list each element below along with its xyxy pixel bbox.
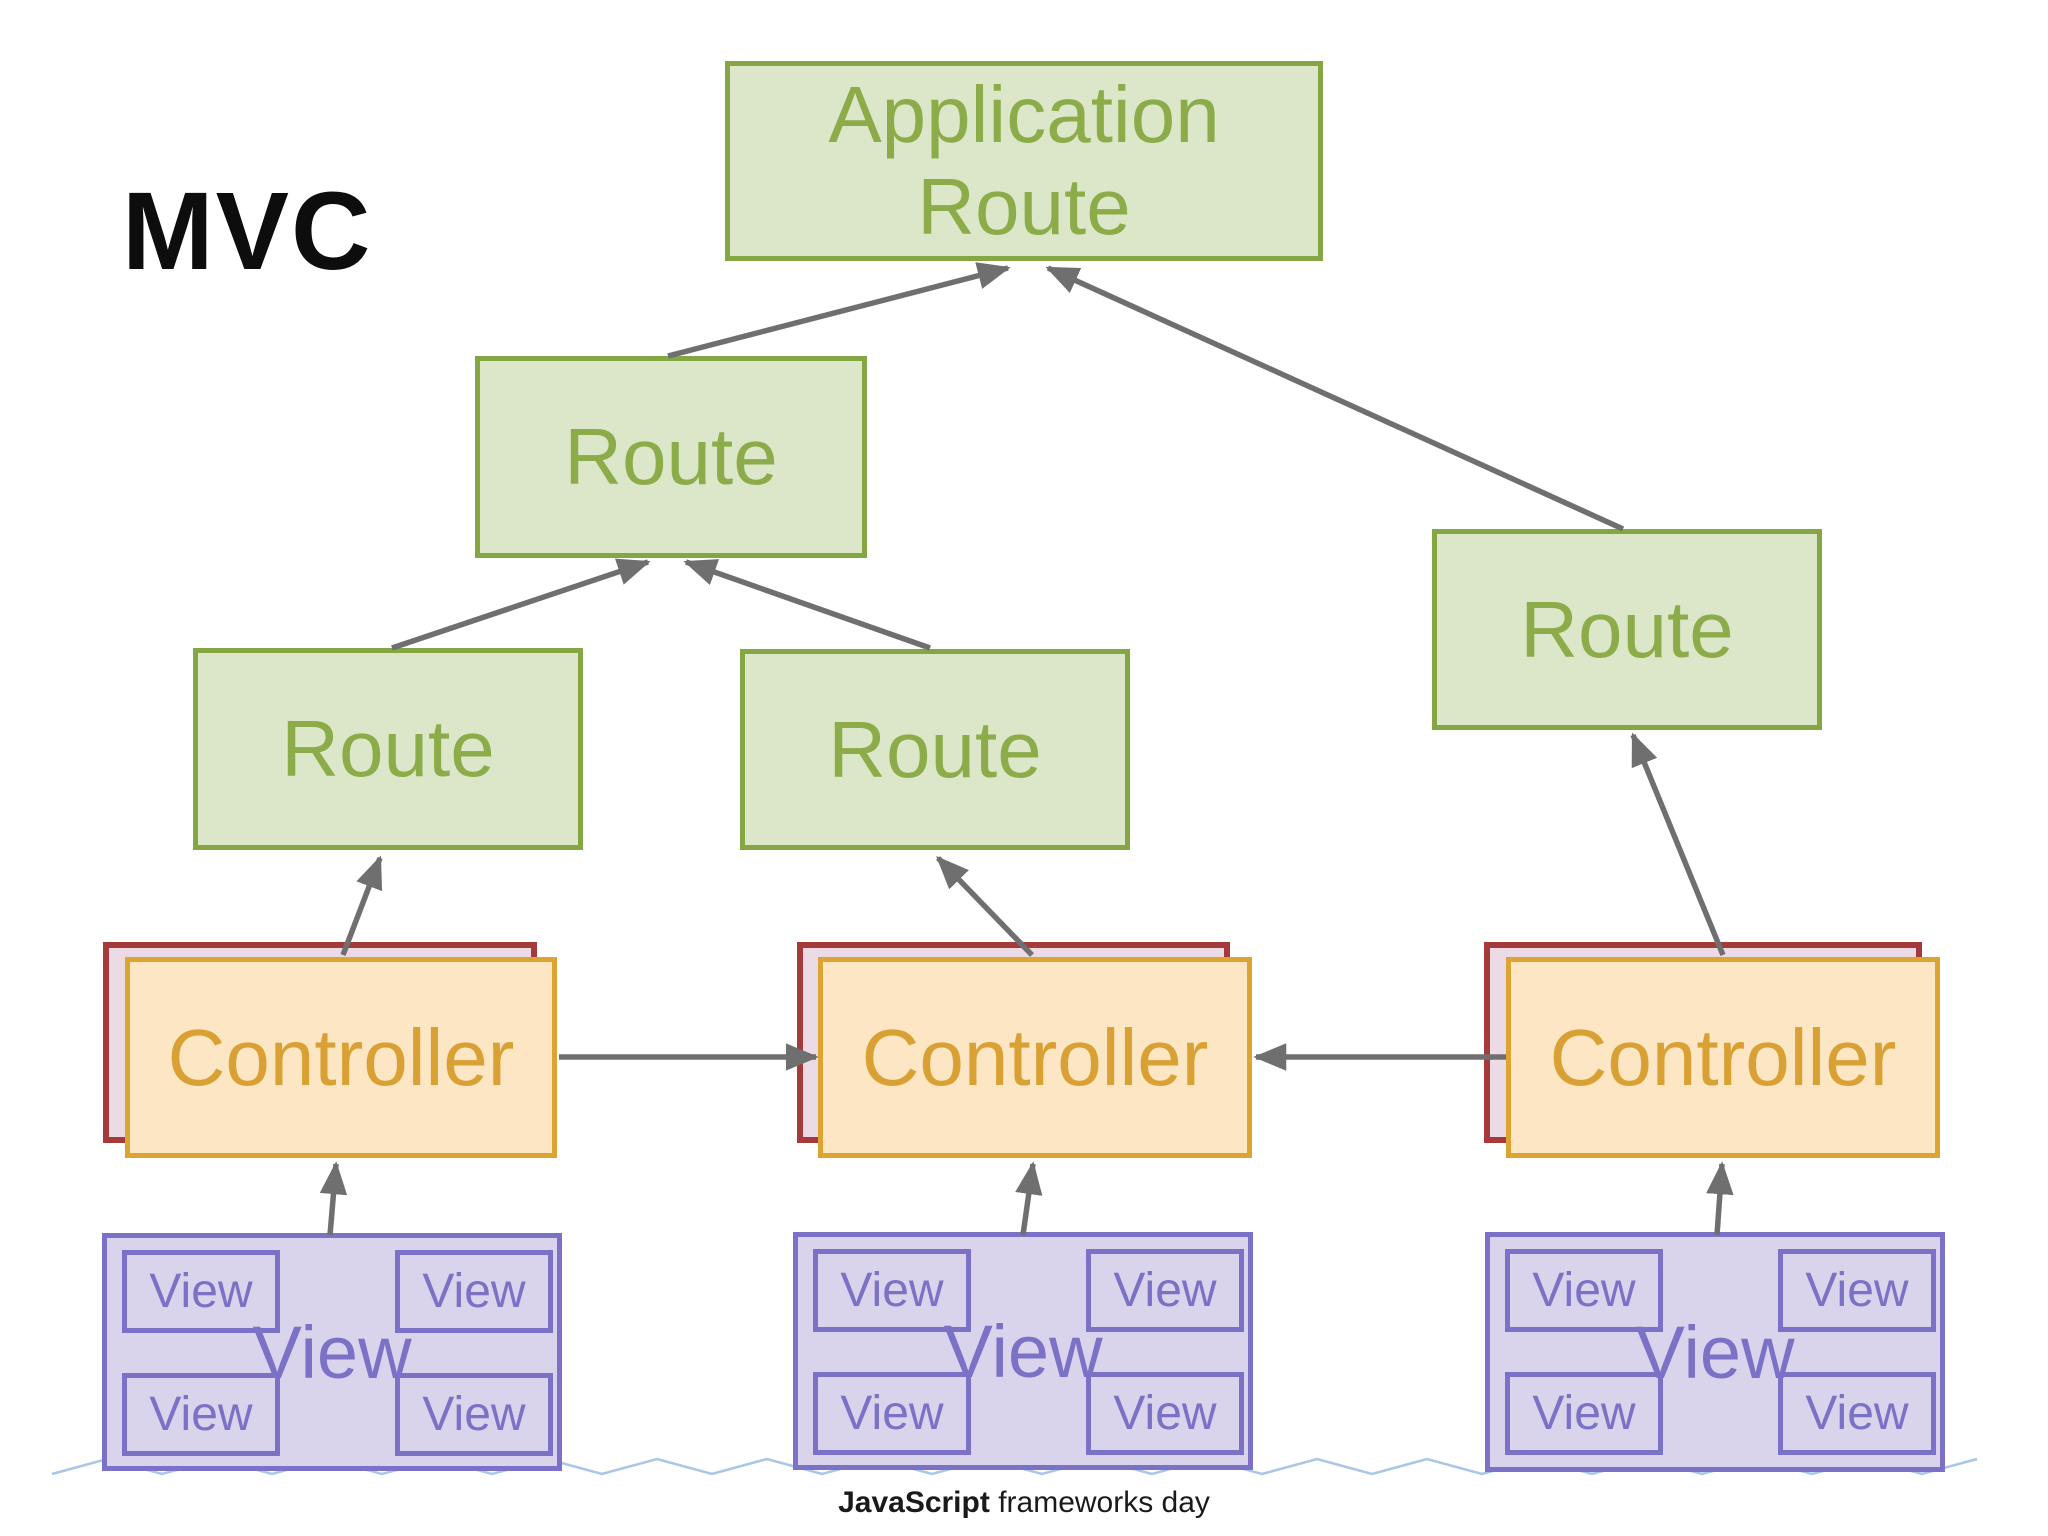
arrow-controllerleft-to-route [340,855,383,956]
route-box-left: Route [193,648,583,850]
arrow-controllermid-to-route [936,856,1034,957]
arrow-viewleft-to-controller [319,1161,348,1236]
arrow-viewmid-to-controller [1015,1161,1043,1236]
view-group-left: View View View View View [102,1233,562,1471]
event-name-rest: frameworks day [998,1486,1210,1519]
event-branding: JavaScript frameworks day [0,1486,2048,1520]
view-box: View [1778,1249,1936,1332]
controller-box-left: Controller [125,957,557,1158]
route-box-right: Route [1432,529,1822,730]
controller-box-right: Controller [1506,957,1940,1158]
view-box: View [1505,1372,1663,1455]
view-box: View [813,1249,971,1332]
application-route-box: Application Route [725,61,1323,261]
view-box: View [395,1250,553,1333]
arrow-viewright-to-controller [1706,1161,1734,1236]
view-box: View [122,1373,280,1456]
arrow-routeleft-to-route2 [391,558,651,651]
page-title: MVC [122,170,373,293]
arrow-routemid-to-route2 [683,559,931,651]
view-box: View [1086,1372,1244,1455]
view-box: View [395,1373,553,1456]
route-box-level2: Route [475,356,867,558]
arrow-controllerright-to-route [1630,732,1726,957]
arrow-routeright-to-approute [1045,265,1625,532]
event-name-bold: JavaScript [838,1486,990,1519]
arrow-route2-to-approute [667,262,1011,359]
route-box-middle: Route [740,649,1130,850]
view-group-middle: View View View View View [793,1232,1253,1470]
controller-box-middle: Controller [818,957,1252,1158]
view-box: View [122,1250,280,1333]
view-box: View [1505,1249,1663,1332]
view-box: View [1778,1372,1936,1455]
view-box: View [1086,1249,1244,1332]
view-group-right: View View View View View [1485,1232,1945,1472]
view-box: View [813,1372,971,1455]
